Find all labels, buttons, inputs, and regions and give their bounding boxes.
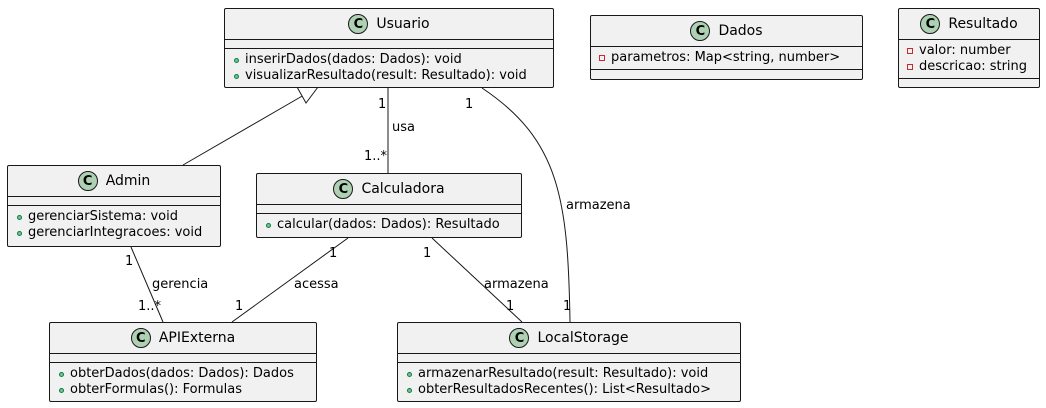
relation-gerencia-source-mult: 1 (125, 254, 133, 269)
class-apiexterna-methods: obterDados(dados: Dados): Dados obterFor… (50, 363, 316, 401)
private-visibility-icon (905, 64, 915, 70)
class-apiexterna-attributes (50, 354, 316, 362)
class-usuario-header: C Usuario (225, 9, 553, 39)
public-visibility-icon (263, 223, 273, 228)
class-resultado-attributes: valor: number descricao: string (899, 40, 1039, 78)
class-icon: C (333, 179, 354, 199)
class-apiexterna: C APIExterna obterDados(dados: Dados): D… (49, 322, 317, 402)
method: calcular(dados: Dados): Resultado (263, 217, 515, 233)
class-icon: C (77, 171, 98, 191)
relation-armazena-usuario-source-mult: 1 (465, 97, 473, 112)
method: armazenarResultado(result: Resultado): v… (404, 366, 734, 382)
relation-acessa-source-mult: 1 (329, 246, 337, 261)
class-dados: C Dados parametros: Map<string, number> (590, 15, 863, 80)
method: obterFormulas(): Formulas (56, 382, 310, 398)
relation-usa-target-mult: 1..* (364, 149, 388, 164)
class-dados-header: C Dados (591, 16, 862, 46)
class-icon: C (348, 14, 369, 34)
method: obterResultadosRecentes(): List<Resultad… (404, 382, 734, 398)
relation-armazena-calculadora-target-mult: 1 (506, 299, 514, 314)
class-calculadora-methods: calcular(dados: Dados): Resultado (257, 214, 521, 236)
class-localstorage-methods: armazenarResultado(result: Resultado): v… (398, 363, 740, 401)
class-admin-header: C Admin (8, 166, 220, 196)
class-icon: C (920, 14, 941, 34)
method: gerenciarIntegracoes: void (14, 225, 214, 241)
attribute: descricao: string (905, 59, 1033, 75)
public-visibility-icon (14, 215, 24, 220)
class-admin-attributes (8, 197, 220, 205)
method: gerenciarSistema: void (14, 209, 214, 225)
class-icon: C (130, 328, 151, 348)
public-visibility-icon (231, 74, 241, 79)
relation-acessa: 1 acessa 1 (231, 237, 349, 323)
class-apiexterna-name: APIExterna (158, 330, 236, 346)
class-admin-methods: gerenciarSistema: void gerenciarIntegrac… (8, 206, 220, 244)
class-icon: C (690, 21, 711, 41)
class-admin: C Admin gerenciarSistema: void gerenciar… (7, 165, 221, 247)
class-localstorage: C LocalStorage armazenarResultado(result… (397, 322, 741, 402)
public-visibility-icon (404, 388, 414, 393)
class-usuario-methods: inserirDados(dados: Dados): void visuali… (225, 49, 553, 87)
class-calculadora-name: Calculadora (361, 181, 445, 197)
public-visibility-icon (231, 58, 241, 63)
class-dados-attributes: parametros: Map<string, number> (591, 47, 862, 69)
relation-armazena-usuario: 1 armazena 1 (465, 87, 631, 323)
relation-armazena-usuario-target-mult: 1 (563, 299, 571, 314)
inheritance-admin-usuario (182, 86, 319, 166)
class-apiexterna-header: C APIExterna (50, 323, 316, 353)
class-usuario-attributes (225, 40, 553, 48)
class-resultado-name: Resultado (948, 16, 1018, 32)
class-localstorage-attributes (398, 354, 740, 362)
class-resultado-header: C Resultado (899, 9, 1039, 39)
class-resultado: C Resultado valor: number descricao: str… (898, 8, 1040, 88)
method: obterDados(dados: Dados): Dados (56, 366, 310, 382)
class-dados-name: Dados (718, 23, 763, 39)
class-resultado-methods (899, 79, 1039, 87)
class-dados-methods (591, 70, 862, 78)
relation-acessa-target-mult: 1 (235, 299, 243, 314)
class-admin-name: Admin (105, 173, 151, 189)
relation-usa-source-mult: 1 (378, 97, 386, 112)
public-visibility-icon (56, 372, 66, 377)
relation-gerencia: 1 gerencia 1..* (125, 246, 208, 323)
attribute: valor: number (905, 43, 1033, 59)
method: inserirDados(dados: Dados): void (231, 52, 547, 68)
class-calculadora-header: C Calculadora (257, 174, 521, 204)
private-visibility-icon (905, 48, 915, 54)
class-calculadora: C Calculadora calcular(dados: Dados): Re… (256, 173, 522, 238)
public-visibility-icon (56, 388, 66, 393)
relation-armazena-calculadora-source-mult: 1 (423, 246, 431, 261)
public-visibility-icon (14, 231, 24, 236)
class-usuario: C Usuario inserirDados(dados: Dados): vo… (224, 8, 554, 88)
class-calculadora-attributes (257, 205, 521, 213)
class-icon: C (509, 328, 530, 348)
class-localstorage-header: C LocalStorage (398, 323, 740, 353)
relation-armazena-calculadora: 1 armazena 1 (423, 237, 549, 323)
relation-acessa-label: acessa (294, 277, 339, 292)
relation-gerencia-target-mult: 1..* (138, 299, 162, 314)
class-localstorage-name: LocalStorage (537, 330, 629, 346)
relation-usa-label: usa (392, 120, 415, 135)
relation-armazena-usuario-label: armazena (566, 198, 631, 213)
relation-usa: 1 usa 1..* (364, 88, 415, 173)
class-usuario-name: Usuario (376, 16, 430, 32)
private-visibility-icon (597, 55, 607, 61)
relation-armazena-calculadora-label: armazena (484, 277, 549, 292)
relation-gerencia-label: gerencia (152, 277, 208, 292)
method: visualizarResultado(result: Resultado): … (231, 68, 547, 84)
attribute: parametros: Map<string, number> (597, 50, 856, 66)
public-visibility-icon (404, 372, 414, 377)
